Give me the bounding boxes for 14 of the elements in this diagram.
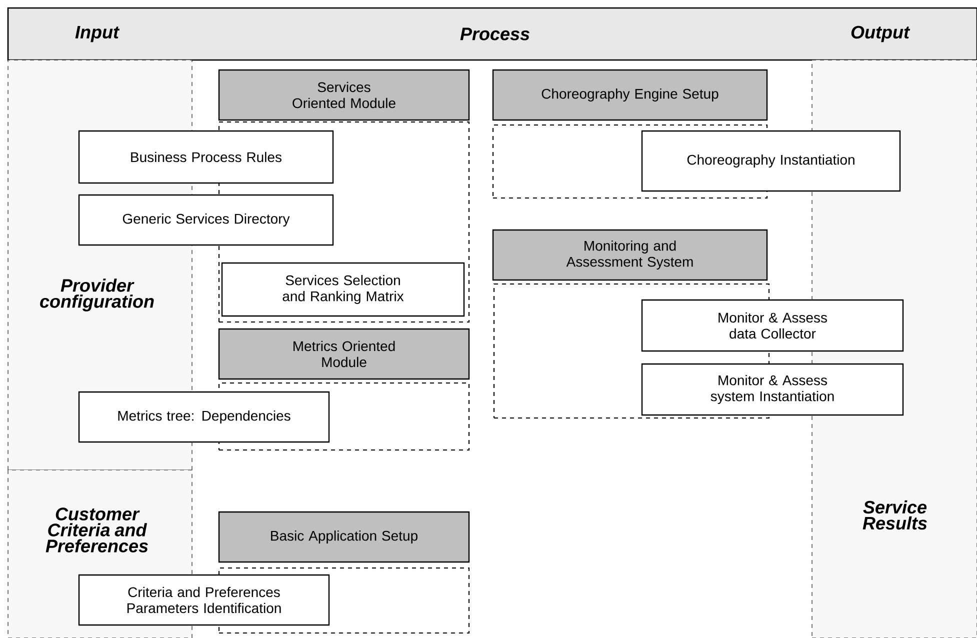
component-box: Generic Services Directory (78, 194, 334, 246)
component-box: Monitor & Assess system Instantiation (641, 363, 904, 416)
module-header-box: Monitoring and Assessment System (492, 229, 768, 281)
module-header-box: Basic Application Setup (218, 511, 470, 563)
module-header-box: Services Oriented Module (218, 69, 470, 121)
component-box: Business Process Rules (78, 130, 334, 184)
component-box: Criteria and Preferences Parameters Identification (78, 574, 330, 626)
module-header-box: Choreography Engine Setup (492, 69, 768, 121)
component-box: Choreography Instantiation (641, 130, 901, 192)
component-box: Metrics tree: Dependencies (78, 391, 330, 443)
component-box: Services Selection and Ranking Matrix (221, 262, 465, 317)
header-band: Input Process Output (7, 7, 977, 61)
component-box: Monitor & Assess data Collector (641, 299, 904, 352)
module-header-box: Metrics Oriented Module (218, 328, 470, 380)
